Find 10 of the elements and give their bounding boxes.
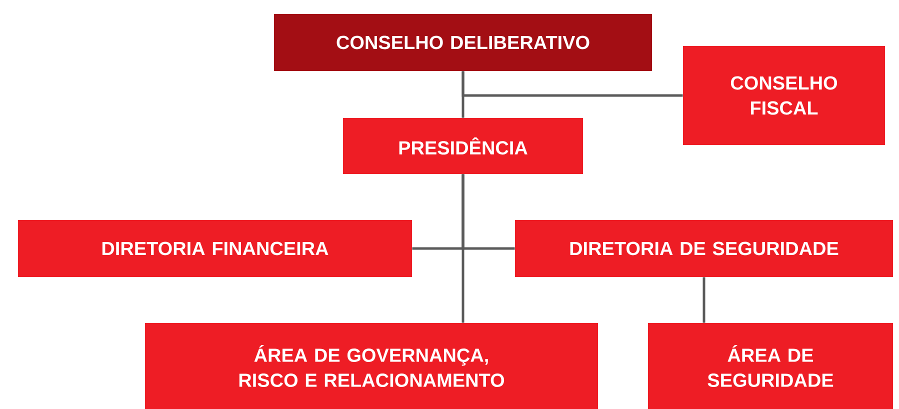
connector-line	[462, 71, 683, 97]
connector-line	[462, 174, 464, 323]
org-box: DIRETORIA DE SEGURIDADE	[515, 220, 893, 277]
connector-line	[702, 277, 706, 323]
org-box: DIRETORIA FINANCEIRA	[18, 220, 412, 277]
org-box: ÁREA DE SEGURIDADE	[648, 322, 893, 409]
org-box: ÁREA DE GOVERNANÇA, RISCO E RELACIONAMENTO	[145, 322, 598, 409]
org-box: CONSELHO DELIBERATIVO	[274, 14, 652, 71]
org-box: CONSELHO FISCAL	[683, 46, 885, 145]
org-box: PRESIDÊNCIA	[343, 118, 583, 174]
